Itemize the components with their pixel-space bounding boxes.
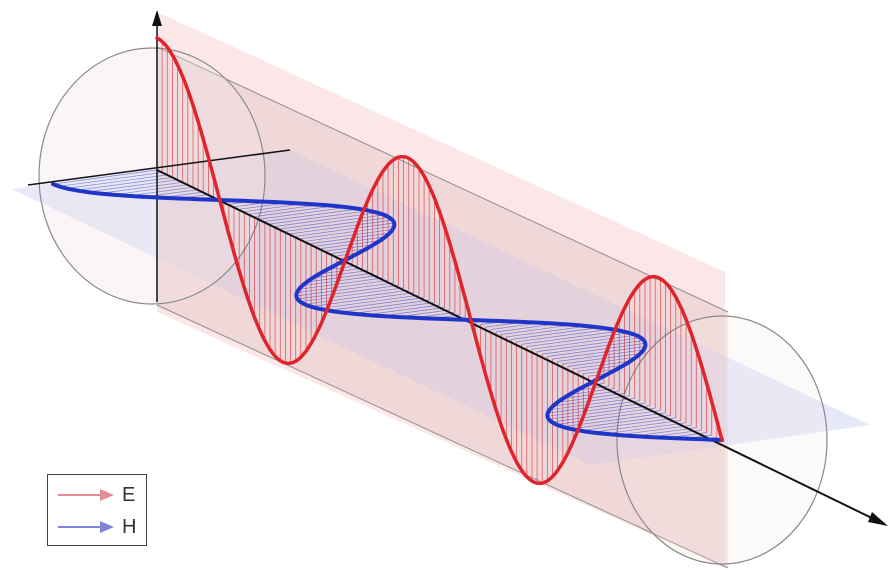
- legend-label-e: E: [122, 483, 135, 507]
- legend-label-h: H: [122, 515, 136, 539]
- propagation-axis-arrowhead: [868, 512, 888, 526]
- arrow-right-icon: [54, 517, 116, 537]
- cylinder-end-left: [39, 48, 265, 304]
- arrow-right-icon: [54, 485, 116, 505]
- legend: E H: [47, 474, 147, 546]
- legend-item-e: E: [54, 481, 144, 509]
- legend-item-h: H: [54, 513, 144, 541]
